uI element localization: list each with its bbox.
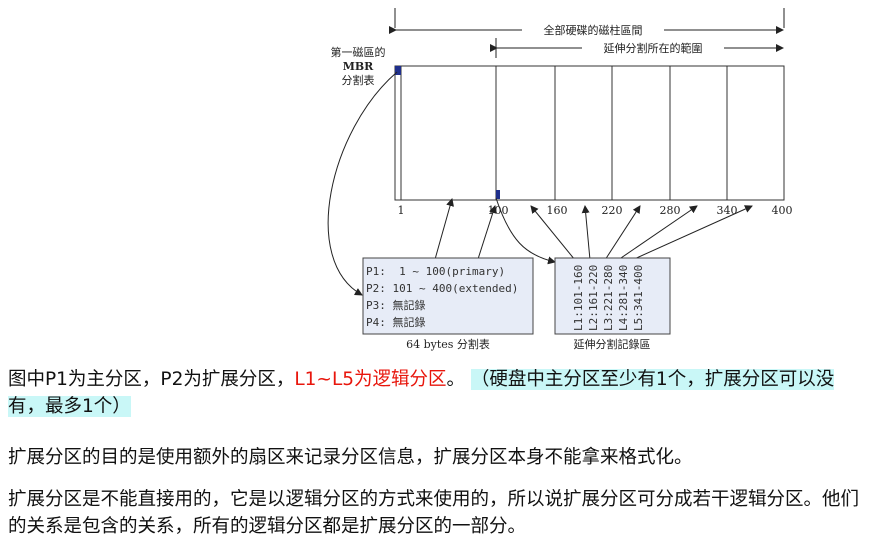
- extended-record-box: [554, 257, 671, 335]
- mbr-marker: [395, 66, 401, 75]
- whole-disk-dimension: [389, 8, 785, 34]
- tick-label: 220: [602, 204, 623, 217]
- mbr-label-line2: MBR: [343, 60, 374, 73]
- disk-cylinders: [394, 65, 785, 201]
- partition-entry-p4: P4: 無記錄: [366, 315, 426, 329]
- connector-arrows: [327, 71, 753, 296]
- p1-logical-highlight: L1~L5为逻辑分区: [294, 369, 447, 390]
- p1-period: 。: [446, 369, 466, 390]
- partition-diagram: 全部硬碟的磁柱區間 延伸分割所在的範圍 第一磁區的 MBR 分割表 1 100 …: [327, 8, 793, 351]
- tick-label: 340: [717, 204, 738, 217]
- partition-entry-p3: P3: 無記錄: [366, 298, 426, 312]
- extended-record-caption: 延伸分割記錄區: [574, 337, 651, 351]
- partition-entry-p2: P2: 101 ~ 400(extended): [366, 282, 518, 295]
- logical-record: L5:341-400: [632, 265, 645, 331]
- tick-label: 400: [772, 204, 793, 217]
- paragraph-partition-types: 图中P1为主分区，P2为扩展分区，L1~L5为逻辑分区。 （硬盘中主分区至少有1…: [8, 366, 866, 420]
- extended-range-label: 延伸分割所在的範圍: [604, 41, 703, 55]
- p1-text: 图中P1为主分区，P2为扩展分区，: [8, 369, 295, 390]
- tick-label: 1: [398, 204, 405, 217]
- paragraph-extended-purpose: 扩展分区的目的是使用额外的扇区来记录分区信息，扩展分区本身不能拿来格式化。: [8, 447, 693, 468]
- ebr-marker: [496, 190, 500, 199]
- logical-record: L2:161-220: [587, 265, 600, 331]
- tick-label: 160: [547, 204, 568, 217]
- logical-record: L3:221-280: [602, 265, 615, 331]
- tick-label: 280: [660, 204, 681, 217]
- mbr-label-line3: 分割表: [342, 73, 375, 87]
- tick-label: 100: [488, 204, 509, 217]
- logical-record: L1:101-160: [572, 265, 585, 331]
- logical-record: L4:281-340: [617, 265, 630, 331]
- partition-table-box: [362, 257, 534, 335]
- paragraph-extended-usage: 扩展分区是不能直接用的，它是以逻辑分区的方式来使用的，所以说扩展分区可分成若干逻…: [8, 489, 860, 537]
- partition-entry-p1: P1: 1 ~ 100(primary): [366, 265, 505, 278]
- extended-range-dimension: [490, 38, 784, 58]
- partition-table-caption: 64 bytes 分割表: [406, 337, 490, 351]
- mbr-label-line1: 第一磁區的: [331, 45, 386, 59]
- whole-disk-label: 全部硬碟的磁柱區間: [544, 23, 643, 37]
- cylinder-ticks: 1 100 160 220 280 340 400: [398, 204, 793, 217]
